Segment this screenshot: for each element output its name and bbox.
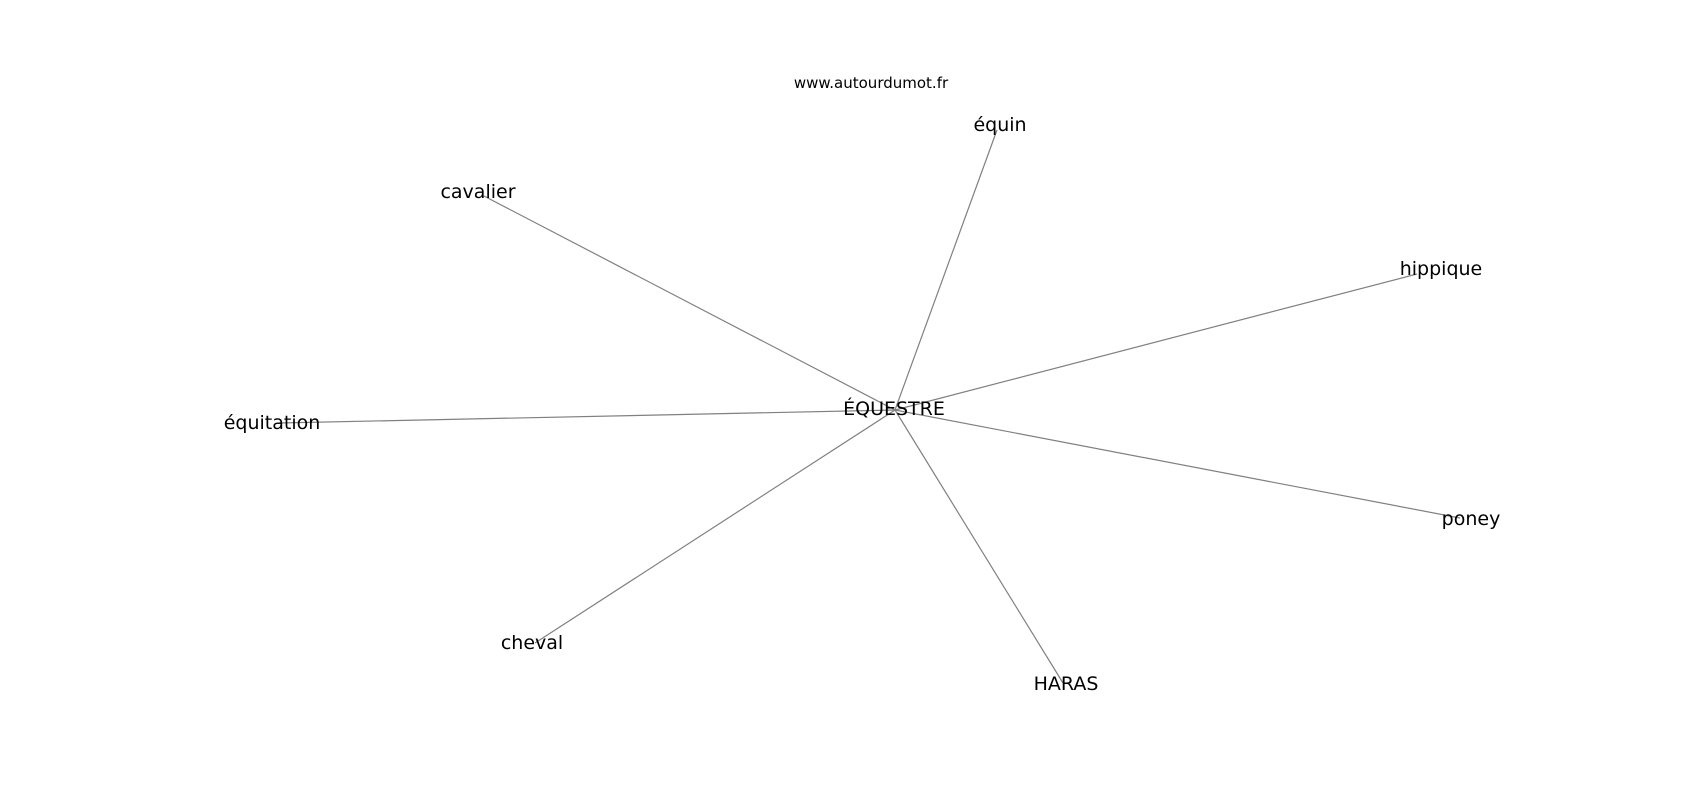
node-equitation[interactable]: équitation	[224, 412, 321, 434]
source-watermark: www.autourdumot.fr	[794, 74, 949, 92]
edge-poney	[894, 409, 1461, 519]
edges	[278, 129, 1461, 684]
edge-equin	[894, 129, 998, 411]
node-labels: équin cavalier hippique équitation poney…	[224, 114, 1501, 695]
node-poney[interactable]: poney	[1442, 508, 1501, 530]
node-cheval[interactable]: cheval	[501, 632, 563, 654]
node-haras[interactable]: HARAS	[1034, 673, 1099, 695]
node-center-equestre[interactable]: ÉQUESTRE	[843, 397, 945, 420]
edge-cavalier	[483, 195, 896, 411]
edge-cheval	[534, 409, 896, 644]
edge-equitation	[278, 409, 896, 424]
node-equin[interactable]: équin	[973, 114, 1026, 136]
edge-haras	[894, 409, 1064, 684]
node-hippique[interactable]: hippique	[1400, 258, 1483, 280]
edge-hippique	[894, 273, 1418, 411]
node-cavalier[interactable]: cavalier	[440, 181, 515, 203]
